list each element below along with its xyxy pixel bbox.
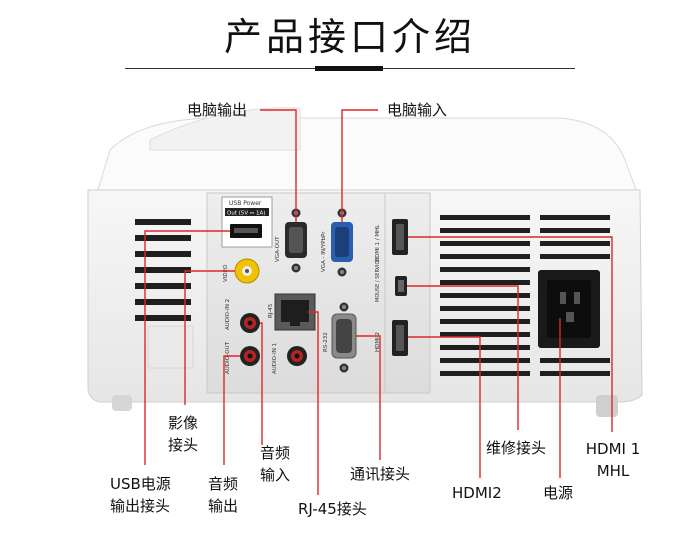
- label-hdmi1-line1: HDMI 1: [585, 440, 641, 458]
- label-usb-line2: 输出接头: [110, 497, 171, 515]
- title-divider-accent: [315, 66, 383, 71]
- label-rs232: 通讯接头: [350, 465, 411, 483]
- page-title: 产品接口介绍: [223, 15, 476, 59]
- hdmi2-text: HDMI 2: [375, 332, 381, 352]
- label-service: 维修接头: [486, 439, 547, 457]
- left-vent: [135, 219, 191, 321]
- label-pc-output: 电脑输出: [187, 101, 248, 119]
- label-usb-power-output: USB电源 输出接头: [110, 473, 171, 517]
- rs232-text: RS-232: [323, 332, 329, 352]
- projector-lid-bump: [149, 107, 301, 151]
- label-audio-out-line2: 输出: [208, 497, 239, 515]
- projector-foot-left: [112, 395, 132, 411]
- usb-power-box: [221, 196, 273, 248]
- audio-in1-text: AUDIO-IN 1: [272, 343, 278, 374]
- projector-foot-right: [596, 395, 618, 417]
- label-audio-in-line1: 音频: [260, 444, 291, 462]
- label-video-connector: 影像 接头: [168, 412, 198, 456]
- label-audio-output: 音频 输出: [208, 473, 238, 517]
- label-power: 电源: [543, 484, 574, 502]
- label-hdmi1-mhl: HDMI 1 MHL: [578, 438, 648, 482]
- vga-out-text: VGA-OUT: [275, 236, 281, 262]
- label-audio-out-line1: 音频: [208, 475, 239, 493]
- usb-power-text: USB Power: [229, 200, 262, 207]
- vga-in-text: VGA - IN/YPbPr: [321, 231, 327, 272]
- label-video-line1: 影像: [168, 414, 199, 432]
- label-audio-input: 音频 输入: [260, 442, 290, 486]
- right-vent: [440, 215, 610, 376]
- usb-rating-text: Out (5V ⎓ 1A): [227, 211, 265, 217]
- service-text: MOUSE / SERVICE: [375, 258, 381, 302]
- left-lower-block: [147, 325, 194, 369]
- label-pc-input: 电脑输入: [387, 101, 448, 119]
- leader-lines: [144, 109, 613, 495]
- video-text: VIDEO: [223, 264, 229, 282]
- label-usb-line1: USB电源: [110, 475, 171, 493]
- label-hdmi1-line2: MHL: [596, 462, 630, 480]
- audio-out-text: AUDIO-OUT: [225, 341, 231, 374]
- hdmi1-text: HDMI 1 / MHL: [375, 224, 381, 262]
- label-audio-in-line2: 输入: [260, 466, 291, 484]
- rj45-text: RJ-45: [268, 303, 274, 318]
- audio-in2-text: AUDIO-IN 2: [225, 299, 231, 330]
- label-rj45: RJ-45接头: [298, 500, 367, 518]
- label-video-line2: 接头: [168, 436, 199, 454]
- label-hdmi2: HDMI2: [452, 484, 502, 502]
